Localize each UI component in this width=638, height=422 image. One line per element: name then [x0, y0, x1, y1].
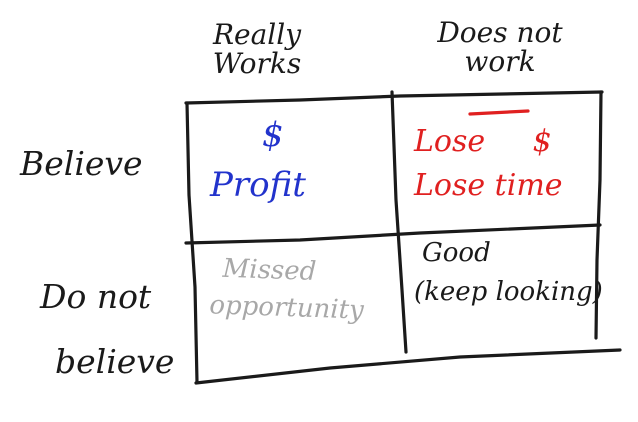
row-header-do-not-believe: Do not: [40, 277, 152, 316]
opportunity-label: opportunity: [208, 290, 365, 326]
row-header-do-not-believe-2: believe: [55, 342, 175, 381]
column-header-line: Does not: [437, 16, 563, 49]
keep-looking-label: (keep looking): [414, 277, 603, 308]
grid-top-border: [184, 90, 604, 105]
cell-good: Good (keep looking): [414, 238, 603, 308]
column-header-line: Works: [212, 47, 302, 81]
loss-overline: [468, 109, 530, 116]
column-header-line: work: [464, 45, 536, 79]
profit-label: Profit: [210, 164, 306, 205]
lose-money-label: Lose $: [414, 124, 552, 159]
cell-profit: $ Profit: [210, 115, 320, 205]
dollar-sign: $: [262, 115, 284, 155]
row-header-line: believe: [55, 342, 175, 381]
lose-time-label: Lose time: [414, 167, 563, 203]
grid-left-border: [185, 101, 199, 384]
missed-label: Missed: [222, 253, 317, 287]
row-header-believe: Believe: [20, 144, 143, 183]
column-header-line: Really: [212, 18, 302, 51]
column-header-really-works: Really Works: [202, 20, 312, 79]
grid-middle-vertical: [390, 90, 408, 354]
good-label: Good: [422, 238, 491, 268]
row-header-line: Believe: [20, 144, 143, 183]
grid-bottom-border: [194, 348, 622, 385]
cell-loss: Lose $ Lose time: [414, 126, 563, 201]
column-header-does-not-work: Does not work: [410, 18, 590, 77]
grid-right-border: [594, 90, 603, 340]
grid-middle-horizontal: [184, 223, 602, 245]
row-header-line: Do not: [40, 277, 152, 316]
cell-missed-opportunity: Missed opportunity: [208, 253, 366, 326]
